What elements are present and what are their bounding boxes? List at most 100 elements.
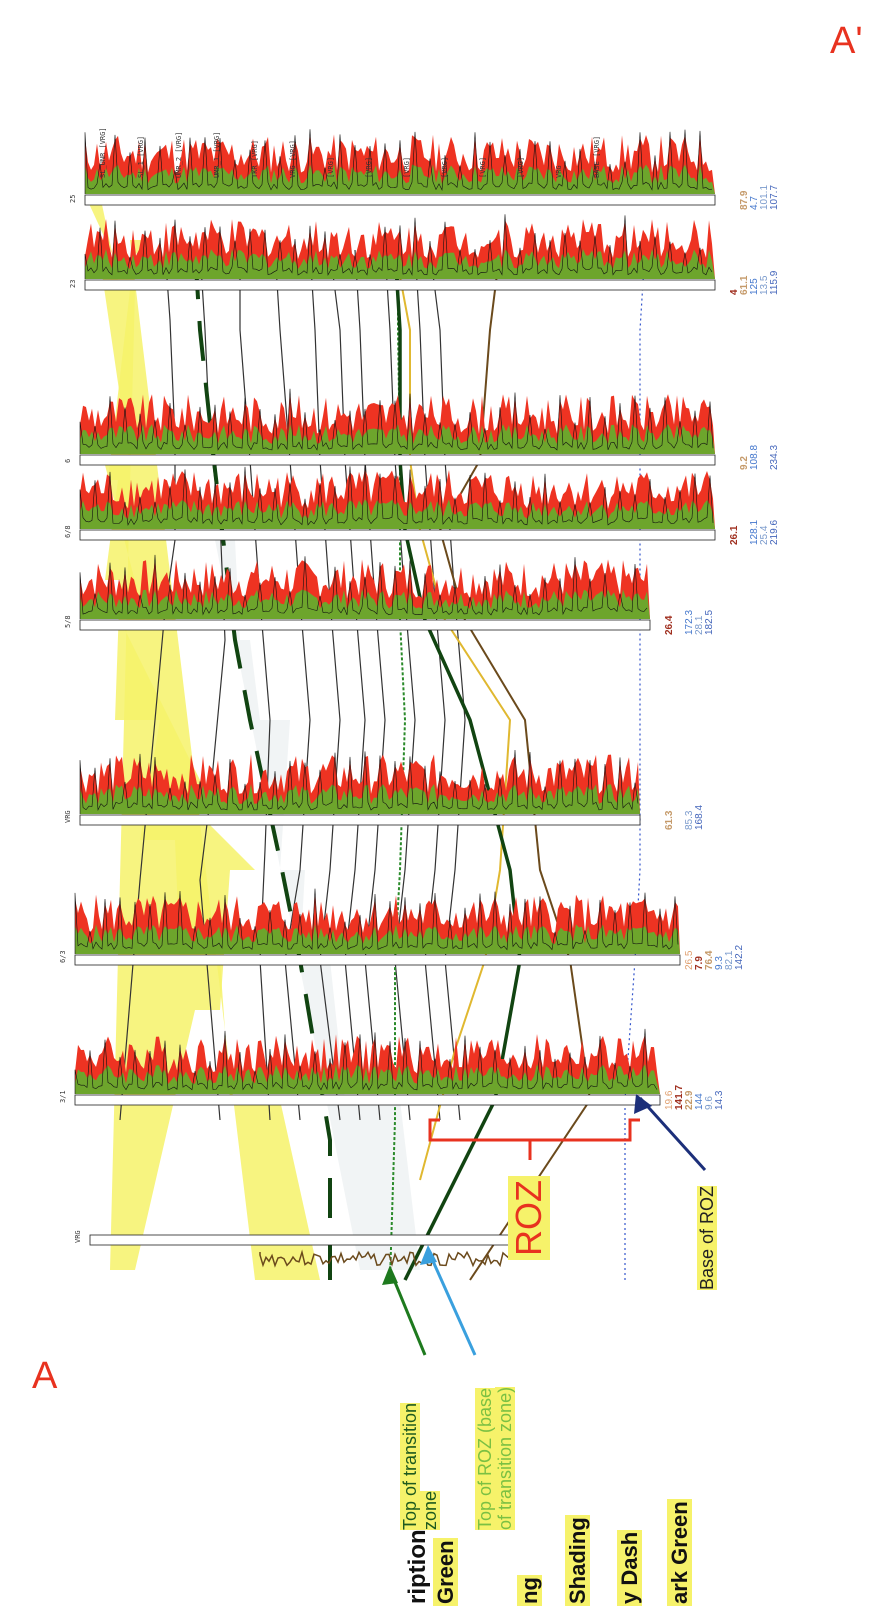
well-value: 26.1 <box>729 525 740 545</box>
well-value: 125 <box>749 278 760 295</box>
legend-item-dash: y Dash <box>617 1529 642 1606</box>
well-value: 85.3 <box>684 810 695 830</box>
well-value: 101.1 <box>759 185 770 210</box>
formation-top-label: SL_UNR [VRG] <box>99 127 107 178</box>
log-curve <box>84 214 713 279</box>
log-curve <box>79 388 714 454</box>
yellow-correlation-band <box>85 195 320 1280</box>
well-value: 28.1 <box>694 615 705 635</box>
depth-track <box>89 1234 521 1246</box>
well-header: 6/8 <box>64 525 72 538</box>
well-value: 26.4 <box>664 615 675 635</box>
legend-item-dark-green: ark Green <box>667 1499 692 1606</box>
well-value: 9.3 <box>714 956 725 970</box>
well-header: 6 <box>64 459 72 463</box>
formation-top-label: [VRG] <box>327 157 335 178</box>
blue-dash-line <box>624 249 646 1280</box>
well-header: 25 <box>69 195 77 203</box>
formation-top-label: UMR_2 [VRG] <box>175 132 183 178</box>
depth-track <box>74 954 681 966</box>
well-value: 25.4 <box>759 525 770 545</box>
well-value: 144 <box>694 1093 705 1110</box>
legend-item-shading-short: ng <box>517 1575 542 1606</box>
log-fill-green <box>85 249 715 279</box>
callout-base-roz: Base of ROZ <box>697 1185 717 1290</box>
depth-track <box>79 619 651 631</box>
well-header: 23 <box>69 280 77 288</box>
log-curve <box>74 1028 658 1094</box>
formation-top-label: VRG [VRG] <box>289 140 297 178</box>
well-value: 13.5 <box>759 275 770 295</box>
formation-top-label: UMR_1 [VRG] <box>213 132 221 178</box>
section-end-label: A' <box>830 20 863 62</box>
depth-track <box>79 529 716 541</box>
log-curve <box>74 888 679 954</box>
formation-top-label: VRG <box>555 165 563 178</box>
well-value: 182.5 <box>704 610 715 635</box>
well-header: 3/1 <box>59 1090 67 1103</box>
well-value: 87.9 <box>739 190 750 210</box>
well-value: 219.6 <box>769 520 780 545</box>
base-roz-line <box>438 249 592 1281</box>
log-curve <box>79 554 648 619</box>
well-value: 19.6 <box>664 1090 675 1110</box>
well-value: 108.8 <box>749 445 760 470</box>
well-value: 61.1 <box>739 275 750 295</box>
well-value: 61.3 <box>664 810 675 830</box>
log-curve <box>84 129 713 194</box>
well-value: 82.1 <box>724 950 735 970</box>
well-header: VRG <box>74 1230 82 1243</box>
well-value: 9.2 <box>739 456 750 470</box>
log-fill-green <box>80 589 650 619</box>
well-value: 9.6 <box>704 1096 715 1110</box>
well-value: 7.9 <box>694 956 705 970</box>
well-value: 22.9 <box>684 1090 695 1110</box>
well-value: 107.7 <box>769 185 780 210</box>
well-value: 115.9 <box>769 270 780 295</box>
callout-top-roz: Top of ROZ (base of transition zone) <box>475 1386 515 1530</box>
log-curve <box>79 750 639 814</box>
legend-item-shading: Shading <box>565 1515 590 1606</box>
formation-top-label: TKR [VRG] <box>251 140 259 178</box>
formation-top-label: [VRG] <box>517 157 525 178</box>
callout-top-transition: Top of transition zone <box>400 1402 440 1530</box>
log-curve <box>79 463 714 529</box>
depth-track <box>84 279 716 291</box>
well-value: 4.7 <box>749 196 760 210</box>
well-header: 6/3 <box>59 950 67 963</box>
formation-top-label: [VRG] <box>441 157 449 178</box>
depth-track <box>84 194 716 206</box>
well-header: VRG <box>64 810 72 823</box>
depth-track <box>74 1094 661 1106</box>
depth-track <box>79 814 641 826</box>
section-start-label: A <box>32 1355 58 1397</box>
well-value: 128.1 <box>749 520 760 545</box>
well-value: 234.3 <box>769 445 780 470</box>
well-value: 172.3 <box>684 610 695 635</box>
formation-top-label: [VRG] <box>365 157 373 178</box>
log-fill-green <box>75 924 680 954</box>
formation-top-label: BASE [VRG] <box>593 136 601 178</box>
well-value: 141.7 <box>674 1085 685 1110</box>
well-value: 14.3 <box>714 1090 725 1110</box>
well-header: 5/8 <box>64 615 72 628</box>
roz-boundary-line <box>393 249 522 1281</box>
well-value: 168.4 <box>694 805 705 830</box>
well-value: 76.4 <box>704 950 715 970</box>
well-value: 4 <box>729 289 740 295</box>
depth-track <box>79 454 716 466</box>
well-value: 26.5 <box>684 950 695 970</box>
roz-bracket <box>428 1118 640 1160</box>
log-fill-green <box>80 784 640 814</box>
log-curve <box>259 1249 510 1268</box>
formation-top-label: SL_1 [VRG] <box>137 136 145 178</box>
